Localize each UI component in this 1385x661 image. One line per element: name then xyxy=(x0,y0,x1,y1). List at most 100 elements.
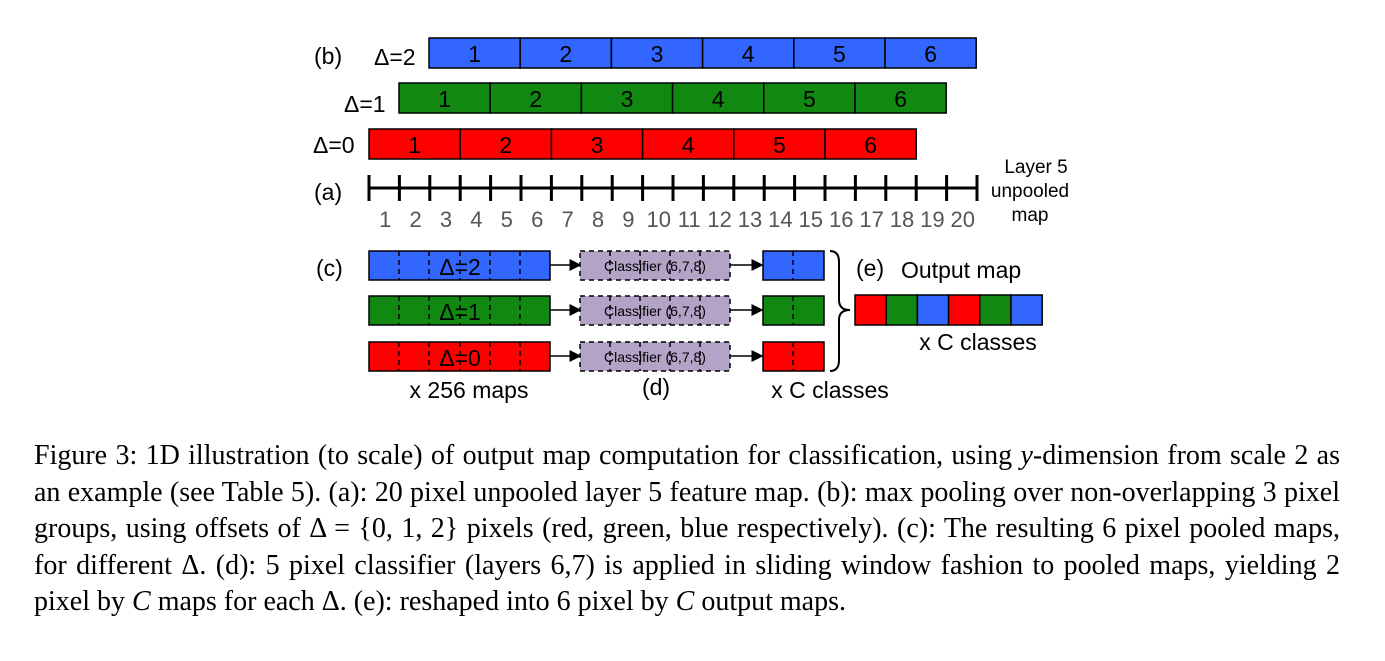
pooled-row-delta2: 1 2 3 4 5 6 xyxy=(428,37,977,69)
label-e: (e) xyxy=(856,255,884,281)
pool-cell xyxy=(671,82,765,114)
pool-cell-number: 4 xyxy=(742,41,755,67)
pool-cell-number: 3 xyxy=(651,41,664,67)
label-delta1: Δ=1 xyxy=(344,91,386,117)
pool-cell-number: 2 xyxy=(559,41,572,67)
pool-cell-number: 5 xyxy=(803,86,816,112)
layer5-line3: map xyxy=(1012,205,1049,226)
ruler-tick-label: 1 xyxy=(379,207,391,232)
classifier-label-0: Classifier (6,7,8) xyxy=(604,349,706,365)
pooled-row-delta1: 1 2 3 4 5 6 xyxy=(398,82,947,114)
label-256-maps: x 256 maps xyxy=(410,377,529,403)
classifier-box-2: Classifier (6,7,8) xyxy=(579,250,731,281)
class-output-delta2 xyxy=(762,250,825,281)
label-a: (a) xyxy=(314,179,342,205)
ruler-tick-label: 17 xyxy=(859,207,883,232)
ruler-tick-label: 20 xyxy=(951,207,975,232)
caption-c-variable-1: C xyxy=(132,586,151,617)
pool-cell xyxy=(884,37,977,69)
ruler-tick-label: 6 xyxy=(531,207,543,232)
label-b: (b) xyxy=(314,43,342,69)
pool-cell-number: 4 xyxy=(682,132,695,158)
ruler-tick-label: 14 xyxy=(768,207,792,232)
pooled-map-delta2-label: Δ=2 xyxy=(439,254,481,280)
output-map-classes: x C classes xyxy=(919,329,1037,355)
output-map-cell xyxy=(947,294,981,326)
pooled-row-delta0: 1 2 3 4 5 6 xyxy=(368,128,917,160)
pooled-map-delta0: Δ=0 xyxy=(368,341,551,372)
ruler-tick-label: 16 xyxy=(829,207,853,232)
ruler-tick-label: 9 xyxy=(622,207,634,232)
pool-cell-number: 2 xyxy=(529,86,542,112)
ruler-tick-label: 8 xyxy=(592,207,604,232)
caption-part-2: -dimension from scale 2 as an example (s… xyxy=(34,440,1340,617)
pool-cell xyxy=(489,82,583,114)
pool-cell xyxy=(368,128,461,160)
ruler-tick-label: 19 xyxy=(920,207,944,232)
label-delta0: Δ=0 xyxy=(313,132,355,158)
label-delta2: Δ=2 xyxy=(374,44,416,70)
label-d: (d) xyxy=(642,374,670,400)
output-map xyxy=(854,294,1043,326)
classifier-box-0: Classifier (6,7,8) xyxy=(579,341,731,372)
pool-cell-number: 6 xyxy=(864,132,877,158)
figure-caption: Figure 3: 1D illustration (to scale) of … xyxy=(34,438,1340,621)
pool-cell xyxy=(398,82,491,114)
output-map-cell xyxy=(979,294,1012,326)
pool-cell xyxy=(580,82,674,114)
pool-cell-number: 1 xyxy=(408,132,421,158)
ruler-tick-label: 13 xyxy=(738,207,762,232)
label-c: (c) xyxy=(316,255,343,281)
ruler-tick-label: 7 xyxy=(561,207,573,232)
ruler-tick-label: 4 xyxy=(470,207,482,232)
classifier-label-1: Classifier (6,7,8) xyxy=(604,303,706,319)
ruler-tick-label: 12 xyxy=(707,207,731,232)
output-map-cell xyxy=(885,294,919,326)
pooled-map-delta2: Δ=2 xyxy=(368,250,551,281)
pool-cell-number: 6 xyxy=(924,41,937,67)
pool-cell xyxy=(793,37,886,69)
caption-part-4: output maps. xyxy=(694,586,846,617)
pool-cell-number: 4 xyxy=(712,86,725,112)
layer5-line1: Layer 5 xyxy=(1004,157,1067,178)
caption-part-1: Figure 3: 1D illustration (to scale) of … xyxy=(34,440,1021,471)
pool-cell xyxy=(854,82,947,114)
label-c-classes: x C classes xyxy=(771,377,889,403)
pool-cell xyxy=(641,128,735,160)
pooled-map-delta1-label: Δ=1 xyxy=(439,299,481,325)
layer5-line2: unpooled xyxy=(991,181,1069,202)
output-map-cell xyxy=(1010,294,1043,326)
pool-cell-number: 2 xyxy=(499,132,512,158)
classifier-box-1: Classifier (6,7,8) xyxy=(579,295,731,326)
output-map-cell xyxy=(916,294,950,326)
ruler-tick-label: 18 xyxy=(890,207,914,232)
pool-cell xyxy=(824,128,917,160)
pool-cell-number: 5 xyxy=(833,41,846,67)
class-output-delta1 xyxy=(762,295,825,326)
grouping-brace xyxy=(829,250,851,372)
ruler-tick-label: 3 xyxy=(440,207,452,232)
pool-cell-number: 3 xyxy=(591,132,604,158)
pool-cell xyxy=(733,128,826,160)
ruler-tick-label: 5 xyxy=(501,207,513,232)
output-map-title: Output map xyxy=(901,257,1021,283)
class-output-delta0 xyxy=(762,341,825,372)
pool-cell-number: 1 xyxy=(468,41,481,67)
caption-y-variable: y xyxy=(1020,440,1033,471)
classifier-label-2: Classifier (6,7,8) xyxy=(604,258,706,274)
ruler-tick-label: 10 xyxy=(647,207,671,232)
pool-cell xyxy=(519,37,613,69)
pool-cell xyxy=(610,37,704,69)
pool-cell xyxy=(459,128,553,160)
pool-cell-number: 6 xyxy=(894,86,907,112)
pool-cell-number: 1 xyxy=(438,86,451,112)
ruler-tick-label: 11 xyxy=(678,207,701,232)
output-map-cell xyxy=(854,294,887,326)
pool-cell-number: 3 xyxy=(621,86,634,112)
pooled-map-delta0-label: Δ=0 xyxy=(439,345,481,371)
caption-part-3: maps for each Δ. (e): reshaped into 6 pi… xyxy=(150,586,676,617)
caption-c-variable-2: C xyxy=(675,586,695,617)
pool-cell xyxy=(428,37,521,69)
pool-cell-number: 5 xyxy=(773,132,786,158)
